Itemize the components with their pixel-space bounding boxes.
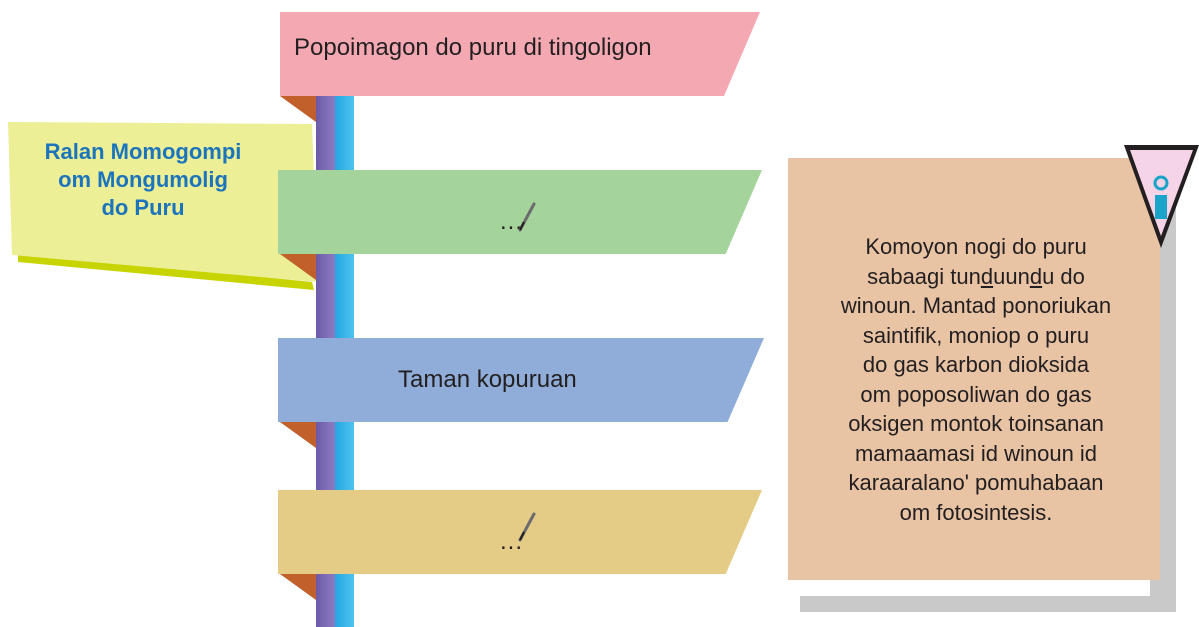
title-line-1: Ralan Momogompi (44, 139, 242, 164)
bracket-3 (280, 422, 316, 448)
note-line-4: saintifik, moniop o puru (862, 322, 1090, 348)
bracket-1 (280, 96, 316, 122)
info-note: Komoyon nogi do puru sabaagi tunduundu d… (790, 232, 1162, 527)
diagram-title: Ralan Momogompi om Mongumolig do Puru (8, 138, 278, 222)
step-banner-1: Popoimagon do puru di tingoligon (280, 12, 760, 96)
step-banner-3: Taman kopuruan (278, 338, 764, 422)
note-line-8: mamaamasi id winoun id (854, 440, 1098, 466)
pencil-icon (518, 202, 536, 232)
note-line-7: oksigen montok toinsanan (848, 411, 1104, 436)
pencil-icon (518, 512, 536, 542)
note-card (788, 158, 1160, 580)
step-banner-4: ... (278, 490, 762, 574)
info-icon (1124, 145, 1199, 248)
title-tag (8, 122, 318, 282)
note-line-6: om poposoliwan do gas (860, 381, 1092, 407)
note-line-2: sabaagi tunduundu do (867, 263, 1085, 289)
title-line-2: om Mongumolig (58, 167, 228, 192)
note-line-5: do gas karbon dioksida (862, 352, 1090, 377)
step-4-blank: ... (500, 528, 524, 555)
note-line-3: winoun. Mantad ponoriukan (840, 293, 1112, 318)
note-line-1: Komoyon nogi do puru (865, 234, 1087, 259)
note-line-10: om fotosintesis. (899, 499, 1053, 525)
step-banner-2: ... (278, 170, 762, 254)
bracket-4 (280, 574, 316, 600)
step-2-blank: ... (500, 208, 524, 235)
note-line-9: karaaralano' pomuhabaan (848, 470, 1104, 495)
step-1-label: Popoimagon do puru di tingoligon (294, 34, 652, 61)
bracket-2 (280, 254, 316, 280)
step-3-label: Taman kopuruan (398, 366, 577, 393)
title-line-3: do Puru (101, 195, 185, 220)
